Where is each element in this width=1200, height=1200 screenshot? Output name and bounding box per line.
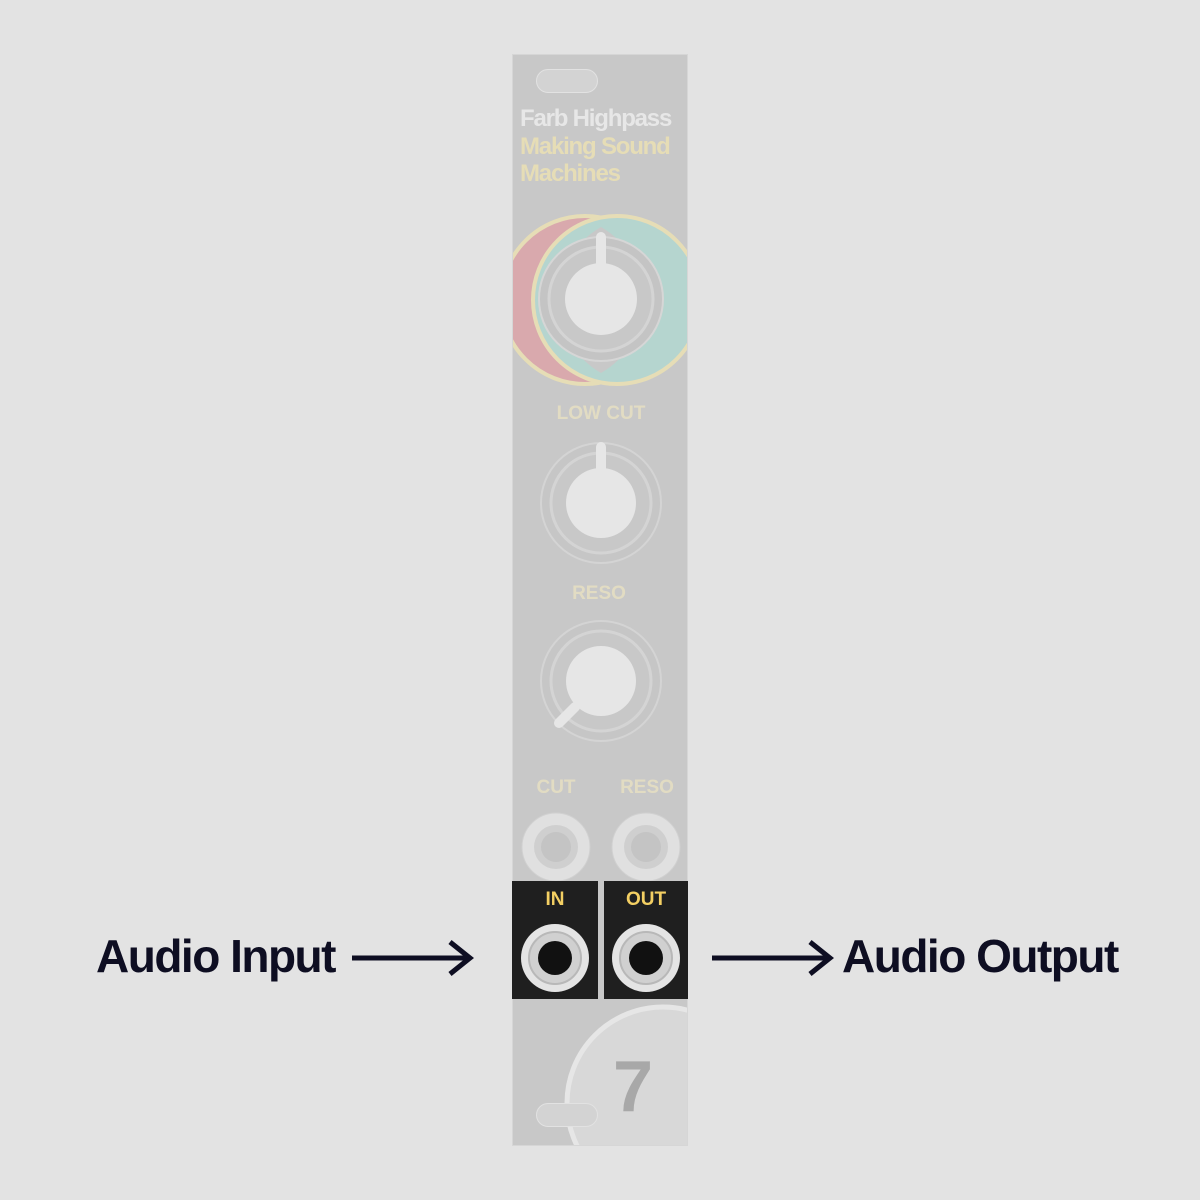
audio-input-jack[interactable] bbox=[520, 923, 590, 993]
low-cut-label: LOW CUT bbox=[556, 403, 646, 424]
cv-cut-label: CUT bbox=[536, 777, 576, 798]
module-number: 7 bbox=[613, 1047, 654, 1127]
audio-in-highlight: IN bbox=[512, 881, 598, 999]
frequency-knob[interactable] bbox=[537, 232, 665, 363]
cv-reso-label: RESO bbox=[620, 777, 674, 798]
audio-input-callout: Audio Input bbox=[96, 930, 336, 982]
input-arrow-icon bbox=[352, 940, 475, 976]
out-label: OUT bbox=[625, 889, 667, 910]
audio-out-highlight: OUT bbox=[604, 881, 688, 999]
cv-cut-jack[interactable] bbox=[521, 812, 591, 882]
brand-line-1: Making Sound bbox=[520, 133, 671, 160]
brand-line-2: Machines bbox=[520, 160, 621, 187]
reso-knob[interactable] bbox=[539, 619, 663, 743]
in-label: IN bbox=[545, 889, 565, 910]
audio-output-callout: Audio Output bbox=[842, 930, 1119, 982]
module-panel: Farb Highpass Making Sound Machines LOW … bbox=[512, 54, 688, 1146]
reso-label: RESO bbox=[572, 583, 626, 604]
bottom-mounting-slot bbox=[536, 1103, 598, 1127]
cv-reso-jack[interactable] bbox=[611, 812, 681, 882]
module-title: Farb Highpass bbox=[520, 105, 672, 132]
low-cut-knob[interactable] bbox=[539, 441, 663, 565]
output-arrow-icon bbox=[712, 940, 835, 976]
audio-output-jack[interactable] bbox=[611, 923, 681, 993]
top-mounting-slot bbox=[536, 69, 598, 93]
